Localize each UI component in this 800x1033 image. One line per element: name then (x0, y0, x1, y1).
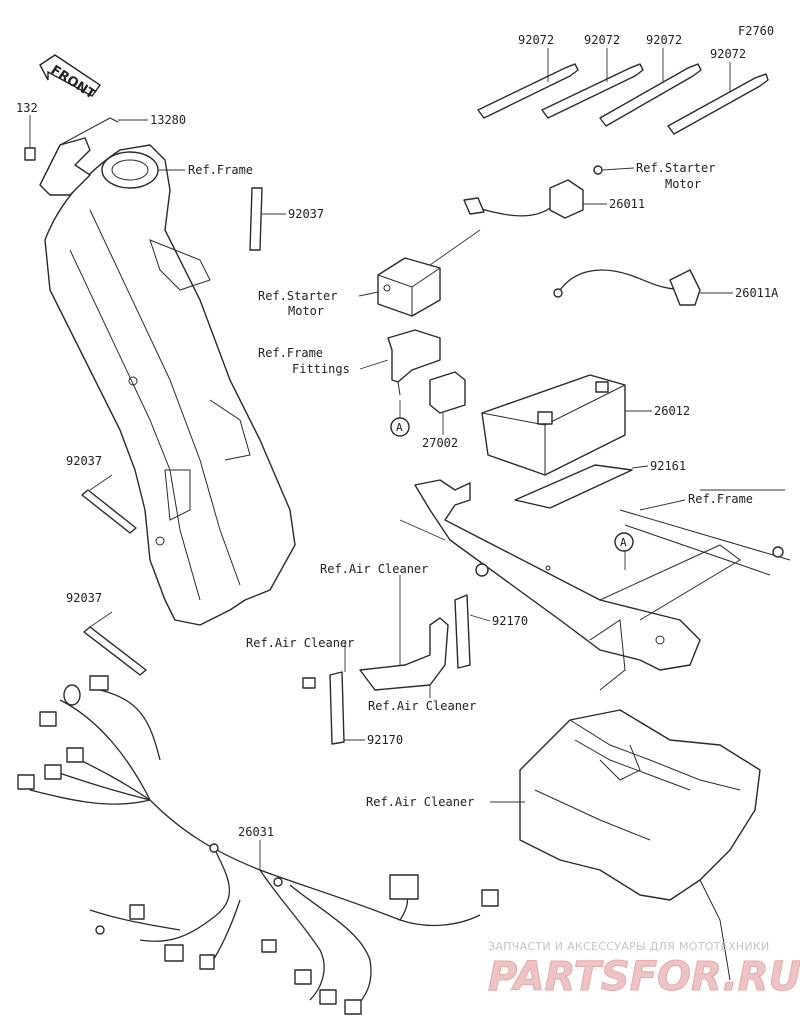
callout-ref-starter-left-1: Ref.Starter (258, 289, 337, 303)
cable-26011A (553, 269, 701, 306)
callout-92170-b: 92170 (367, 733, 403, 747)
part-27002 (429, 371, 466, 414)
callout-132: 132 (16, 101, 38, 115)
callout-ref-starter-left-2: Motor (288, 304, 324, 318)
callout-92072-2: 92072 (584, 33, 620, 47)
callout-ref-air-cleaner-3: Ref.Air Cleaner (368, 699, 476, 713)
callout-ref-frame-right: Ref.Frame (688, 492, 753, 506)
tie-92037-low (83, 626, 147, 676)
callout-ref-starter-right-1: Ref.Starter (636, 161, 715, 175)
callout-ref-air-cleaner-1: Ref.Air Cleaner (320, 562, 428, 576)
callout-26011A: 26011A (735, 286, 779, 300)
watermark-brand: PARTSFOR.RU (488, 954, 800, 1000)
callout-26011: 26011 (609, 197, 645, 211)
callout-92170-a: 92170 (492, 614, 528, 628)
callout-ref-air-cleaner-2: Ref.Air Cleaner (246, 636, 354, 650)
figure-code: F2760 (738, 24, 774, 38)
callout-26031: 26031 (238, 825, 274, 839)
callout-92037-mid: 92037 (66, 454, 102, 468)
callout-92072-4: 92072 (710, 47, 746, 61)
wiring-harness-26031 (17, 675, 499, 1015)
strap-92170-b (329, 671, 345, 745)
watermark-tagline: ЗАПЧАСТИ И АКСЕССУАРЫ ДЛЯ МОТОТЕХНИКИ (488, 940, 770, 953)
leader-lines (29, 48, 785, 870)
frame-fittings-bracket (387, 329, 441, 396)
bracket-13280 (24, 117, 119, 196)
callout-92037-top: 92037 (288, 207, 324, 221)
callout-ref-frame-fittings-2: Fittings (292, 362, 350, 376)
air-cleaner-bracket (302, 563, 489, 691)
starter-relay (377, 257, 441, 317)
callout-ref-frame-fittings-1: Ref.Frame (258, 346, 323, 360)
callout-ref-starter-right-2: Motor (665, 177, 701, 191)
battery-case-frame (414, 479, 791, 691)
callout-92072-1: 92072 (518, 33, 554, 47)
callout-92037-low: 92037 (66, 591, 102, 605)
pad-92161 (514, 464, 633, 509)
callout-27002: 27002 (422, 436, 458, 450)
callout-13280: 13280 (150, 113, 186, 127)
ref-circle-a-2: A (614, 532, 634, 552)
callout-26012: 26012 (654, 404, 690, 418)
svg-text:A: A (620, 536, 627, 549)
battery-26012 (481, 374, 626, 476)
callout-ref-air-cleaner-4: Ref.Air Cleaner (366, 795, 474, 809)
tie-92037-top (249, 187, 263, 251)
callout-92072-3: 92072 (646, 33, 682, 47)
ref-circle-a-1: A (390, 417, 410, 437)
strap-92170-a (454, 594, 471, 669)
tie-92037-mid (81, 489, 137, 534)
front-arrow-icon: FRONT (39, 54, 101, 102)
callout-ref-frame-top: Ref.Frame (188, 163, 253, 177)
cable-26011 (463, 165, 603, 219)
air-cleaner-housing (519, 709, 761, 981)
svg-text:A: A (396, 421, 403, 434)
cable-ties-92072 (477, 63, 769, 135)
callout-92161: 92161 (650, 459, 686, 473)
